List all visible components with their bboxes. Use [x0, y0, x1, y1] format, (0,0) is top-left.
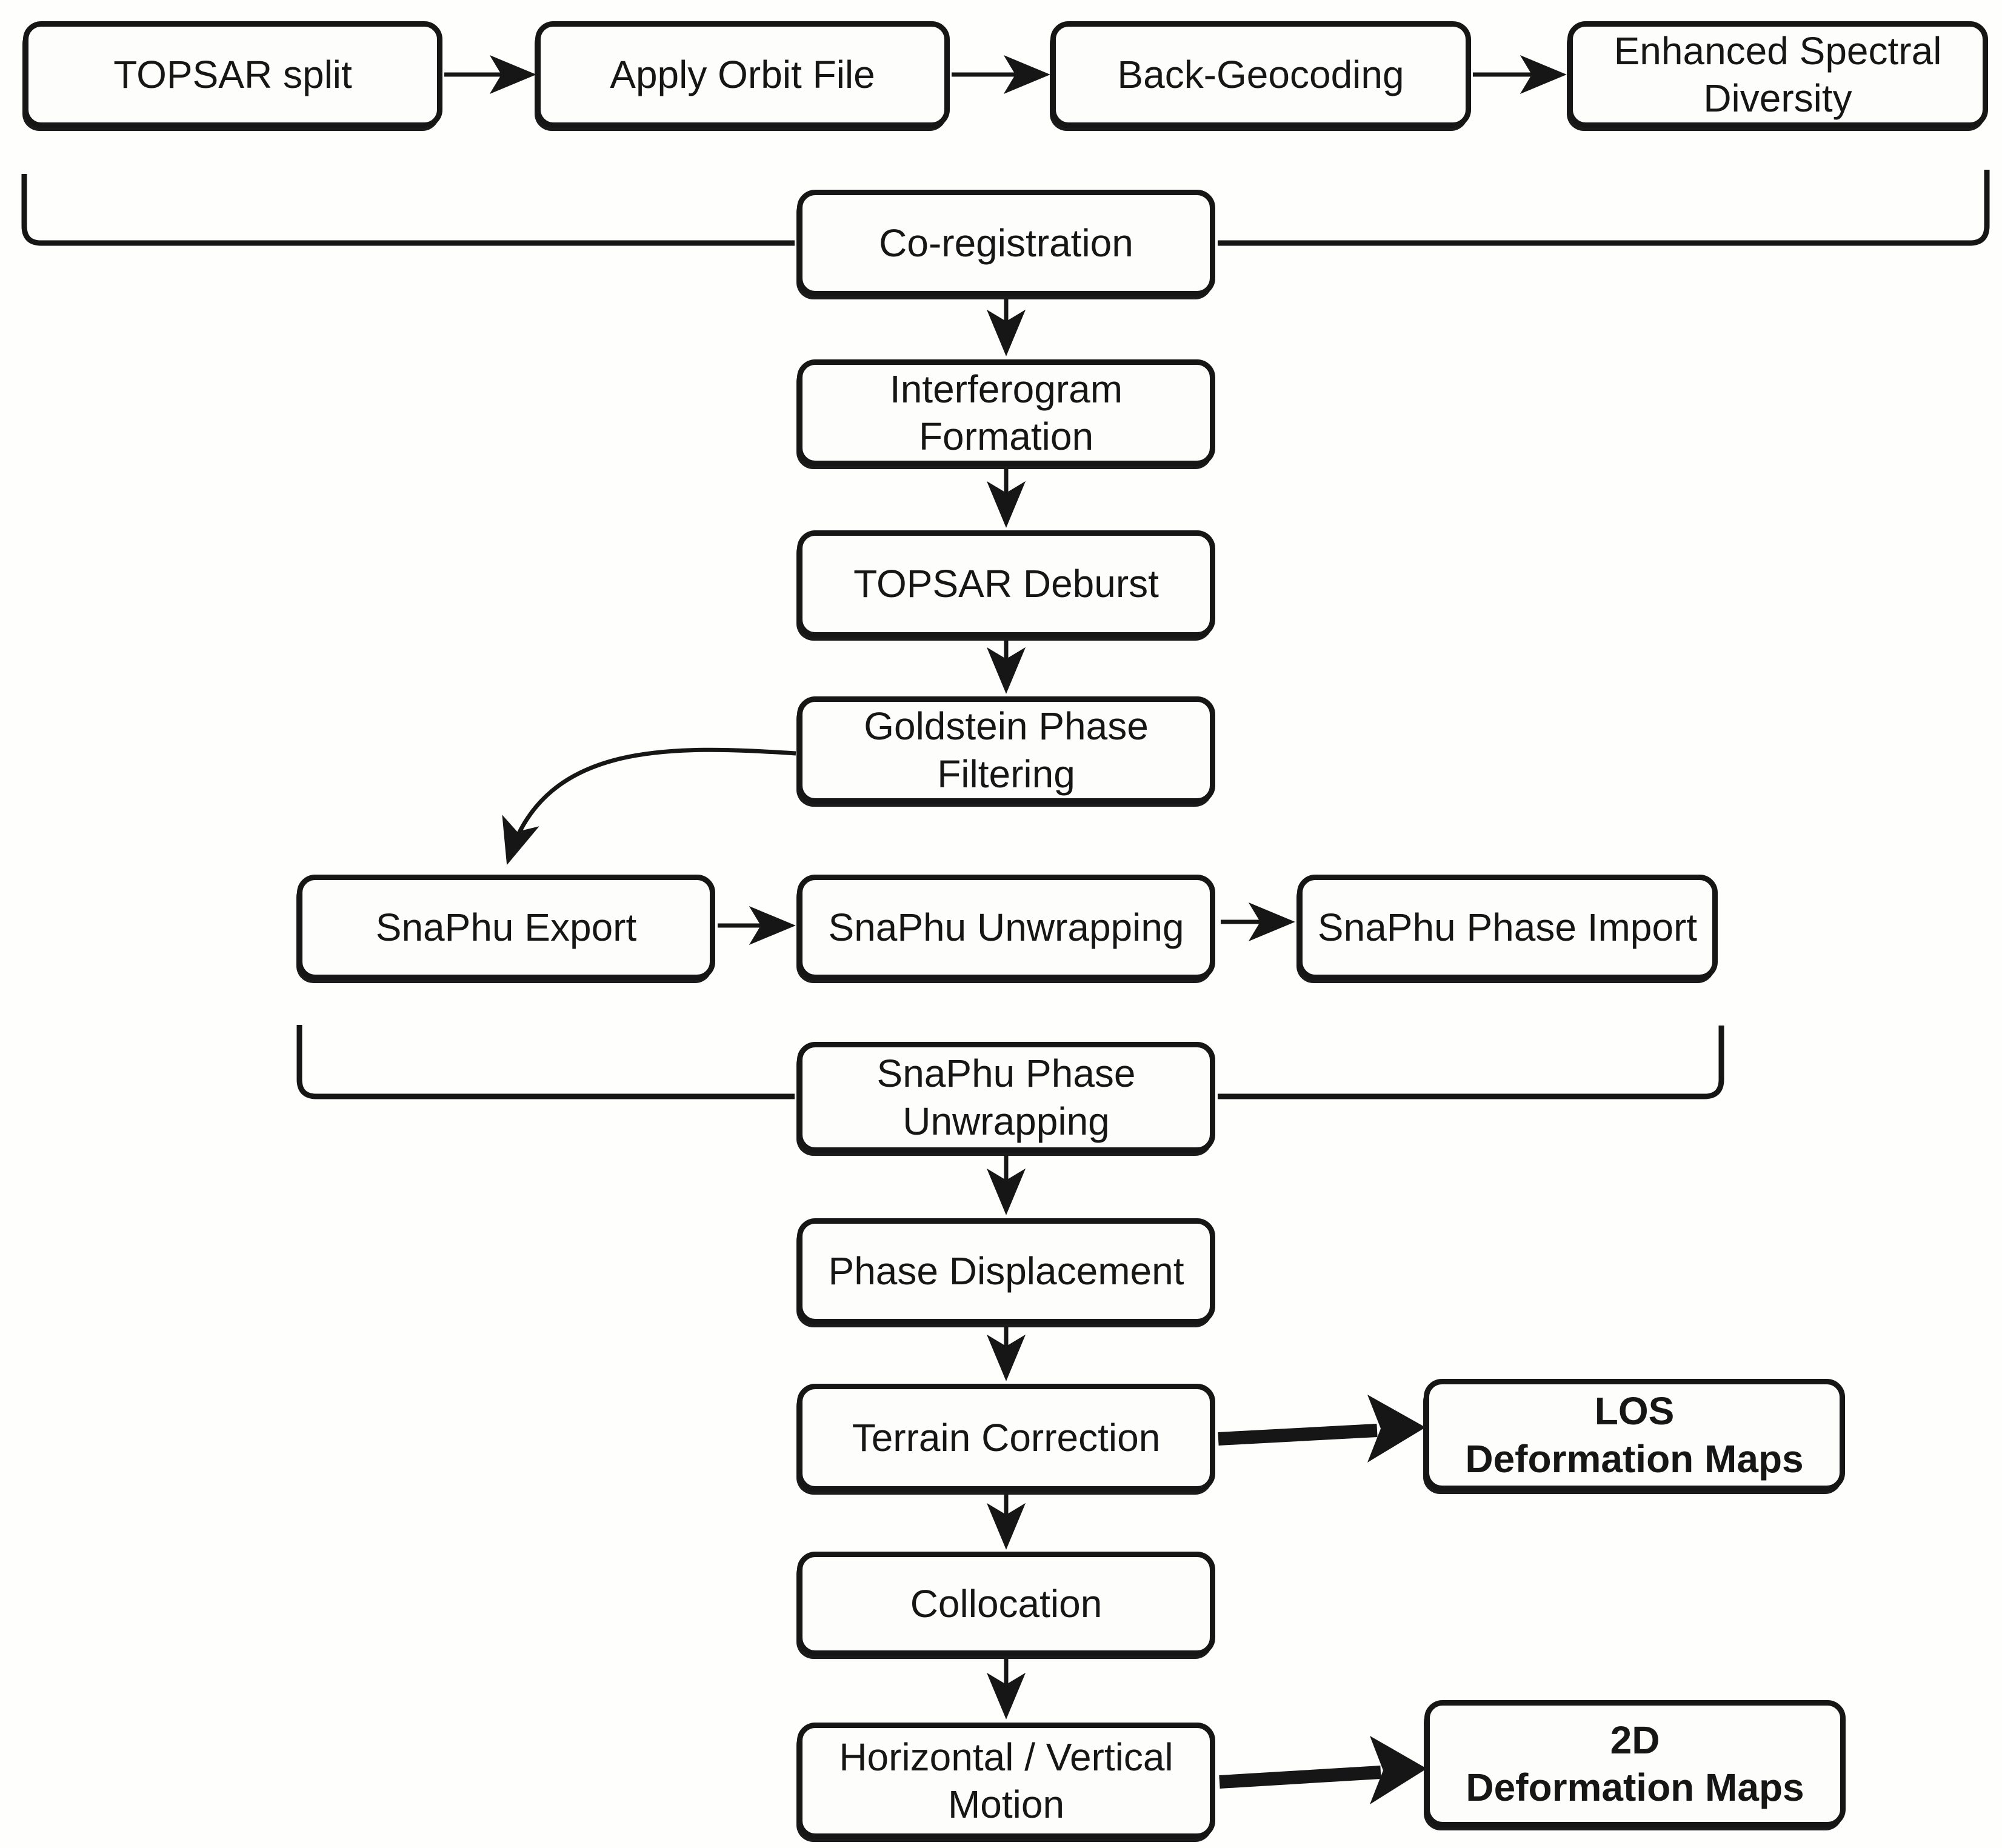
node-co-registration: Co-registration: [797, 190, 1215, 296]
bracket-snaphu-right-to-snaphu-phase-unwrapping: [1218, 1026, 1724, 1099]
node-topsar-deburst: TOPSAR Deburst: [797, 530, 1215, 638]
node-label: Diversity: [1703, 76, 1852, 120]
node-terrain-correction: Terrain Correction: [797, 1384, 1215, 1492]
node-label: TOPSAR Deburst: [853, 562, 1159, 606]
node-back-geocoding: Back-Geocoding: [1050, 21, 1471, 128]
node-snaphu-unwrapping: SnaPhu Unwrapping: [797, 875, 1215, 980]
node-label: Co-registration: [879, 221, 1133, 265]
node-horizontal-vertical-motion: Horizontal / Vertical Motion: [797, 1723, 1215, 1839]
node-label: Unwrapping: [903, 1099, 1110, 1143]
node-enhanced-spectral-diversity: Enhanced Spectral Diversity: [1567, 21, 1988, 128]
curved-arrow-goldstein-phase-filtering-to-snaphu-export: [502, 747, 796, 866]
node-label: SnaPhu Phase Import: [1317, 905, 1698, 949]
node-2d-deformation-maps: 2D Deformation Maps: [1424, 1700, 1846, 1827]
node-label: SnaPhu Phase: [876, 1052, 1136, 1096]
thick-arrow-horizontal-vertical-motion-to-2d-deformation-maps: [1219, 1736, 1427, 1804]
node-goldstein-phase-filtering: Goldstein Phase Filtering: [797, 696, 1215, 804]
node-collocation: Collocation: [797, 1552, 1215, 1656]
node-label: Deformation Maps: [1465, 1436, 1804, 1481]
node-label: Enhanced Spectral: [1613, 28, 1942, 73]
bracket-row1-left-to-co-registration: [21, 174, 795, 246]
node-interferogram-formation: Interferogram Formation: [797, 359, 1215, 466]
node-snaphu-phase-unwrapping: SnaPhu Phase Unwrapping: [797, 1042, 1215, 1153]
node-label: SnaPhu Unwrapping: [828, 905, 1184, 949]
node-label: Horizontal / Vertical: [839, 1735, 1173, 1779]
bracket-row1-right-to-co-registration: [1218, 170, 1990, 246]
node-label: Collocation: [910, 1581, 1103, 1626]
node-label: Apply Orbit File: [610, 52, 875, 96]
node-apply-orbit-file: Apply Orbit File: [535, 21, 950, 128]
node-label: Phase Displacement: [828, 1249, 1184, 1293]
node-label: Motion: [947, 1783, 1065, 1826]
node-label: SnaPhu Export: [375, 905, 637, 949]
node-label: Deformation Maps: [1466, 1766, 1804, 1809]
node-los-deformation-maps: LOS Deformation Maps: [1424, 1379, 1845, 1491]
node-snaphu-export: SnaPhu Export: [297, 875, 715, 980]
bracket-snaphu-left-to-snaphu-phase-unwrapping: [296, 1025, 795, 1099]
node-snaphu-phase-import: SnaPhu Phase Import: [1297, 875, 1718, 980]
thick-arrow-terrain-correction-to-los-deformation-maps: [1218, 1395, 1426, 1463]
node-label: Goldstein Phase: [864, 704, 1149, 749]
node-label: 2D: [1610, 1718, 1660, 1762]
node-label: Interferogram: [889, 367, 1123, 411]
node-phase-displacement: Phase Displacement: [797, 1218, 1215, 1324]
node-label: Terrain Correction: [852, 1415, 1161, 1459]
node-label: Back-Geocoding: [1117, 52, 1404, 96]
node-label: Formation: [918, 415, 1094, 458]
node-topsar-split: TOPSAR split: [23, 21, 442, 128]
node-label: Filtering: [937, 752, 1075, 796]
node-label: LOS: [1594, 1389, 1675, 1433]
node-label: TOPSAR split: [113, 52, 352, 96]
